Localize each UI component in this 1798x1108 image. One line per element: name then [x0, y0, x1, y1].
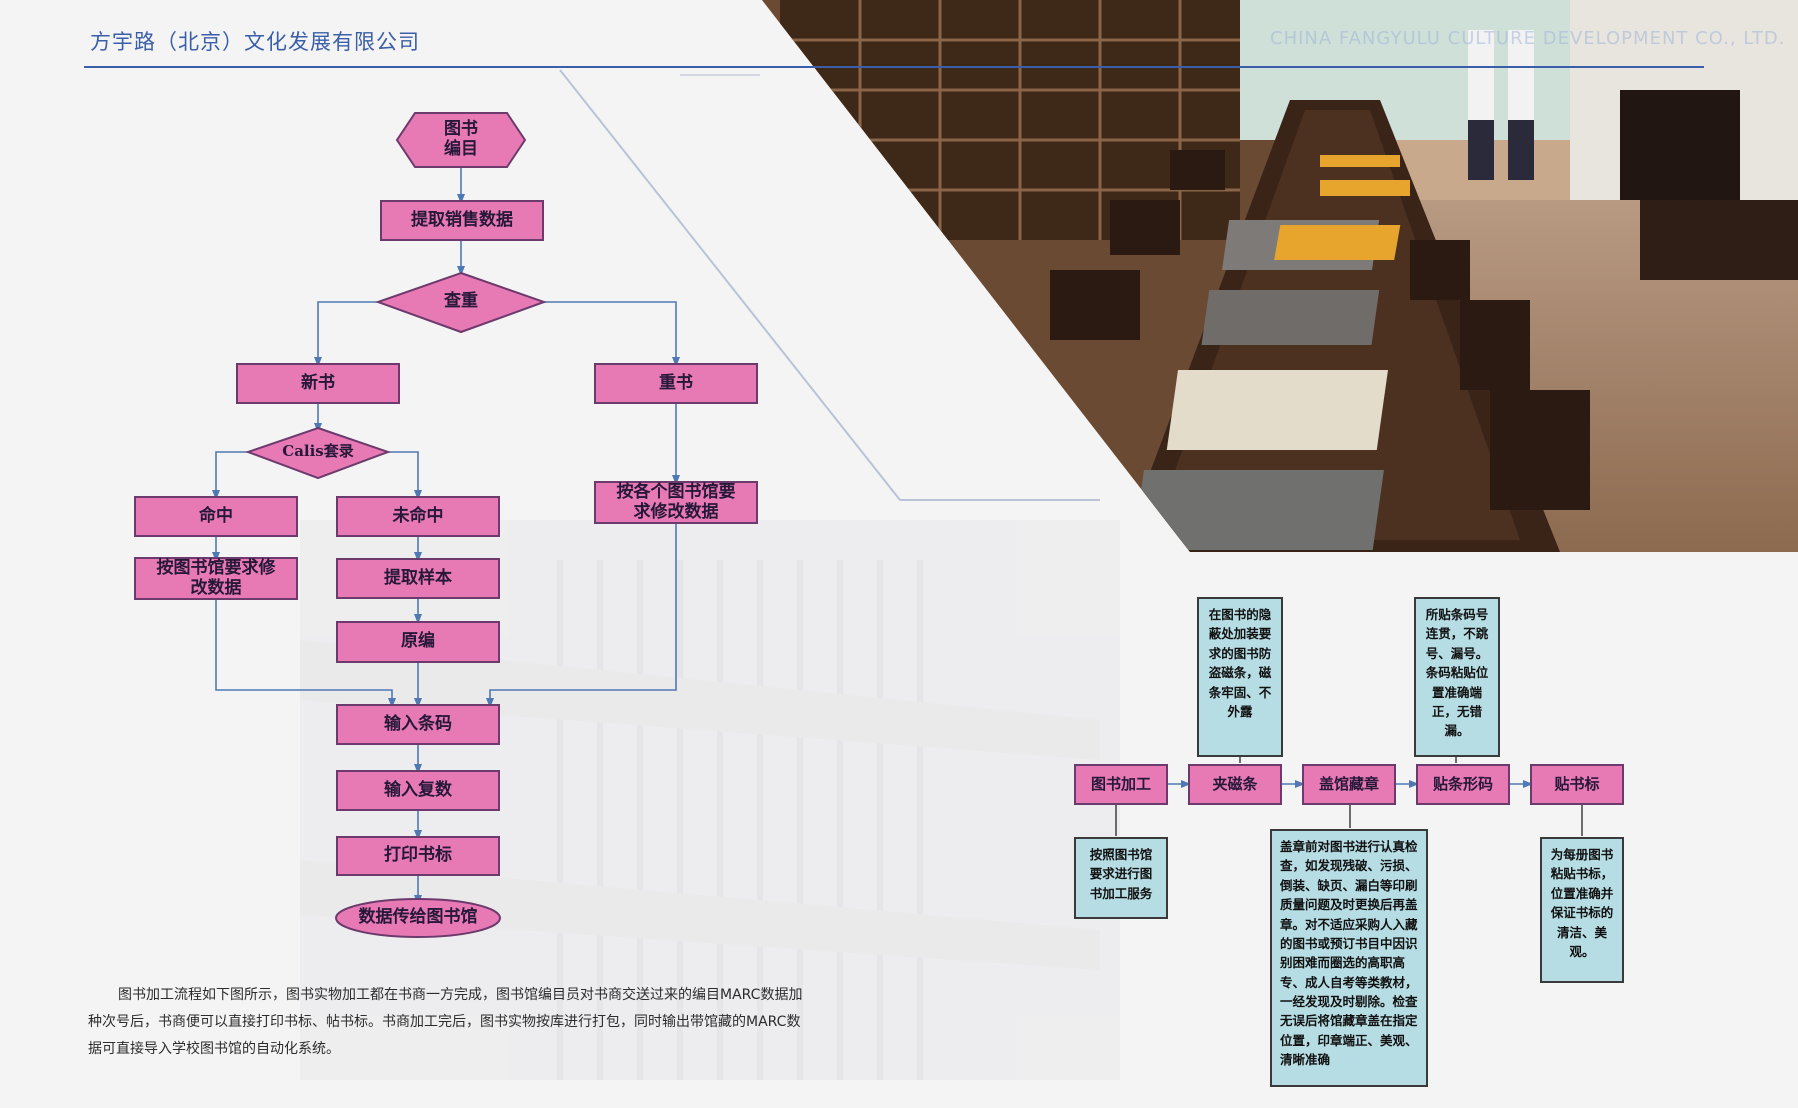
- company-title: 方宇路（北京）文化发展有限公司: [90, 30, 420, 54]
- modify-by-library-node: 按图书馆要求修 改数据: [134, 557, 298, 600]
- step-processing: 图书加工: [1074, 764, 1168, 805]
- step-barcode: 贴条形码: [1416, 764, 1510, 805]
- extract-sample-node: 提取样本: [336, 558, 500, 599]
- calis-diamond-shape: [245, 426, 391, 480]
- note-barcode: 所贴条码号连贯，不跳号、漏号。条码粘贴位置准确端正，无错漏。: [1414, 597, 1500, 757]
- transmit-node-label: 数据传给图书馆: [358, 907, 478, 928]
- note-stamp: 盖章前对图书进行认真检查，如发现残破、污损、倒装、缺页、漏白等印刷质量问题及时更…: [1270, 829, 1428, 1087]
- header-divider: [84, 66, 1704, 68]
- original-catalog-node: 原编: [336, 621, 500, 663]
- description-paragraph: 图书加工流程如下图所示，图书实物加工都在书商一方完成，图书馆编目员对书商交送过来…: [88, 982, 808, 1063]
- print-label-node: 打印书标: [336, 836, 500, 876]
- dedupe-diamond-shape: [375, 271, 547, 334]
- note-magnetic-strip: 在图书的隐蔽处加装要求的图书防盗磁条，磁条牢固、不外露: [1197, 597, 1283, 757]
- input-barcode-node: 输入条码: [336, 704, 500, 745]
- step-stamp: 盖馆藏章: [1302, 764, 1396, 805]
- new-book-node: 新书: [236, 363, 400, 404]
- modify-per-library-node: 按各个图书馆要 求修改数据: [594, 481, 758, 524]
- dedupe-node-label: 查重: [444, 291, 478, 312]
- start-hexagon-shape: [395, 112, 527, 168]
- step-magnetic-strip: 夹磁条: [1188, 764, 1282, 805]
- extract-sales-node: 提取销售数据: [380, 200, 544, 241]
- transmit-oval-shape: [335, 898, 501, 938]
- hit-node: 命中: [134, 496, 298, 537]
- input-copies-node: 输入复数: [336, 770, 500, 811]
- company-english-name: CHINA FANGYULU CULTURE DEVELOPMENT CO., …: [1270, 28, 1786, 49]
- duplicate-book-node: 重书: [594, 363, 758, 404]
- description-text: 图书加工流程如下图所示，图书实物加工都在书商一方完成，图书馆编目员对书商交送过来…: [88, 987, 803, 1057]
- calis-node-label: Calis套录: [282, 442, 354, 461]
- note-book-label: 为每册图书粘贴书标，位置准确并保证书标的清洁、美观。: [1540, 837, 1624, 983]
- start-node-label: 图书 编目: [444, 119, 478, 159]
- miss-node: 未命中: [336, 496, 500, 537]
- step-book-label: 贴书标: [1530, 764, 1624, 805]
- note-processing: 按照图书馆要求进行图书加工服务: [1074, 837, 1168, 919]
